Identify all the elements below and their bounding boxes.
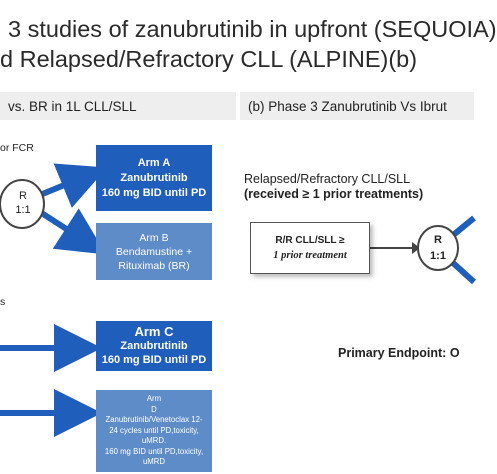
panel-a-rand-label: R (19, 190, 27, 202)
arm-c-title: Arm C (134, 324, 174, 339)
arm-b-box: Arm B Bendamustine + Rituximab (BR) (96, 223, 212, 280)
arm-c-drug: Zanubrutinib (120, 340, 188, 352)
arm-d-line-6: 160 mg BID until PD,toxicity, (104, 446, 204, 456)
arm-d-line-3: Zanubrutinib/Venetoclax 12- (105, 415, 203, 425)
arrow-to-arm-b (38, 208, 107, 255)
panel-b-rand-label: R (434, 234, 442, 246)
arm-c-box: Arm C Zanubrutinib 160 mg BID until PD (96, 321, 212, 371)
panel-a-header: vs. BR in 1L CLL/SLL (8, 99, 137, 114)
arrow-to-arm-a (38, 163, 108, 208)
arm-d-title: Arm (146, 394, 162, 404)
diagram-connectors (0, 163, 477, 437)
panel-b-rand-ratio: 1:1 (430, 250, 446, 262)
arm-d-line-4: 24 cycles until PD,toxicity, (109, 425, 199, 435)
arm-d-letter: D (151, 404, 157, 414)
panel-b-primary-endpoint: Primary Endpoint: O (338, 346, 460, 360)
panel-b-population: Relapsed/Refractory CLL/SLL (244, 172, 411, 186)
arrow-b-upper (450, 215, 476, 239)
arm-a-box: Arm A Zanubrutinib 160 mg BID until PD (96, 145, 212, 211)
panel-b-box-line-2: 1 prior treatment (273, 250, 347, 261)
title-line-1: 3 studies of zanubrutinib in upfront (SE… (8, 16, 497, 42)
arm-a-dose: 160 mg BID until PD (101, 186, 207, 199)
arm-b-drug-2: Rituximab (BR) (118, 259, 190, 272)
arm-b-title: Arm B (139, 231, 169, 244)
arm-d-line-5: uMRD. (141, 436, 167, 446)
panel-a-header-bar (0, 92, 236, 120)
arrow-b-lower (449, 259, 477, 285)
panel-b-rand-circle (417, 225, 459, 271)
arm-d-box: Arm D Zanubrutinib/Venetoclax 12- 24 cyc… (96, 390, 212, 472)
panel-b-population-criteria: (received ≥ 1 prior treatments) (244, 187, 424, 201)
panel-a-side-label-s: s (0, 296, 6, 308)
title-line-2: d Relapsed/Refractory CLL (ALPINE)(b) (0, 46, 418, 72)
arm-a-title: Arm A (137, 156, 171, 169)
arm-c-dose: 160 mg BID until PD (101, 354, 207, 366)
panel-a-rand-ratio: 1:1 (15, 204, 31, 216)
arm-a-drug: Zanubrutinib (120, 171, 188, 184)
panel-b-header-bar (240, 92, 474, 120)
panel-b-box-line-1: R/R CLL/SLL ≥ (275, 235, 345, 246)
panel-b-header: (b) Phase 3 Zanubrutinib Vs Ibrut (248, 99, 447, 114)
arm-b-drug: Bendamustine + (115, 245, 193, 258)
panel-b-eligibility-box: R/R CLL/SLL ≥ 1 prior treatment (250, 222, 370, 274)
panel-a-side-label-fcr: or FCR (0, 142, 34, 154)
panel-a-rand-circle (0, 179, 45, 229)
arm-d-line-7: uMRD (142, 457, 166, 467)
